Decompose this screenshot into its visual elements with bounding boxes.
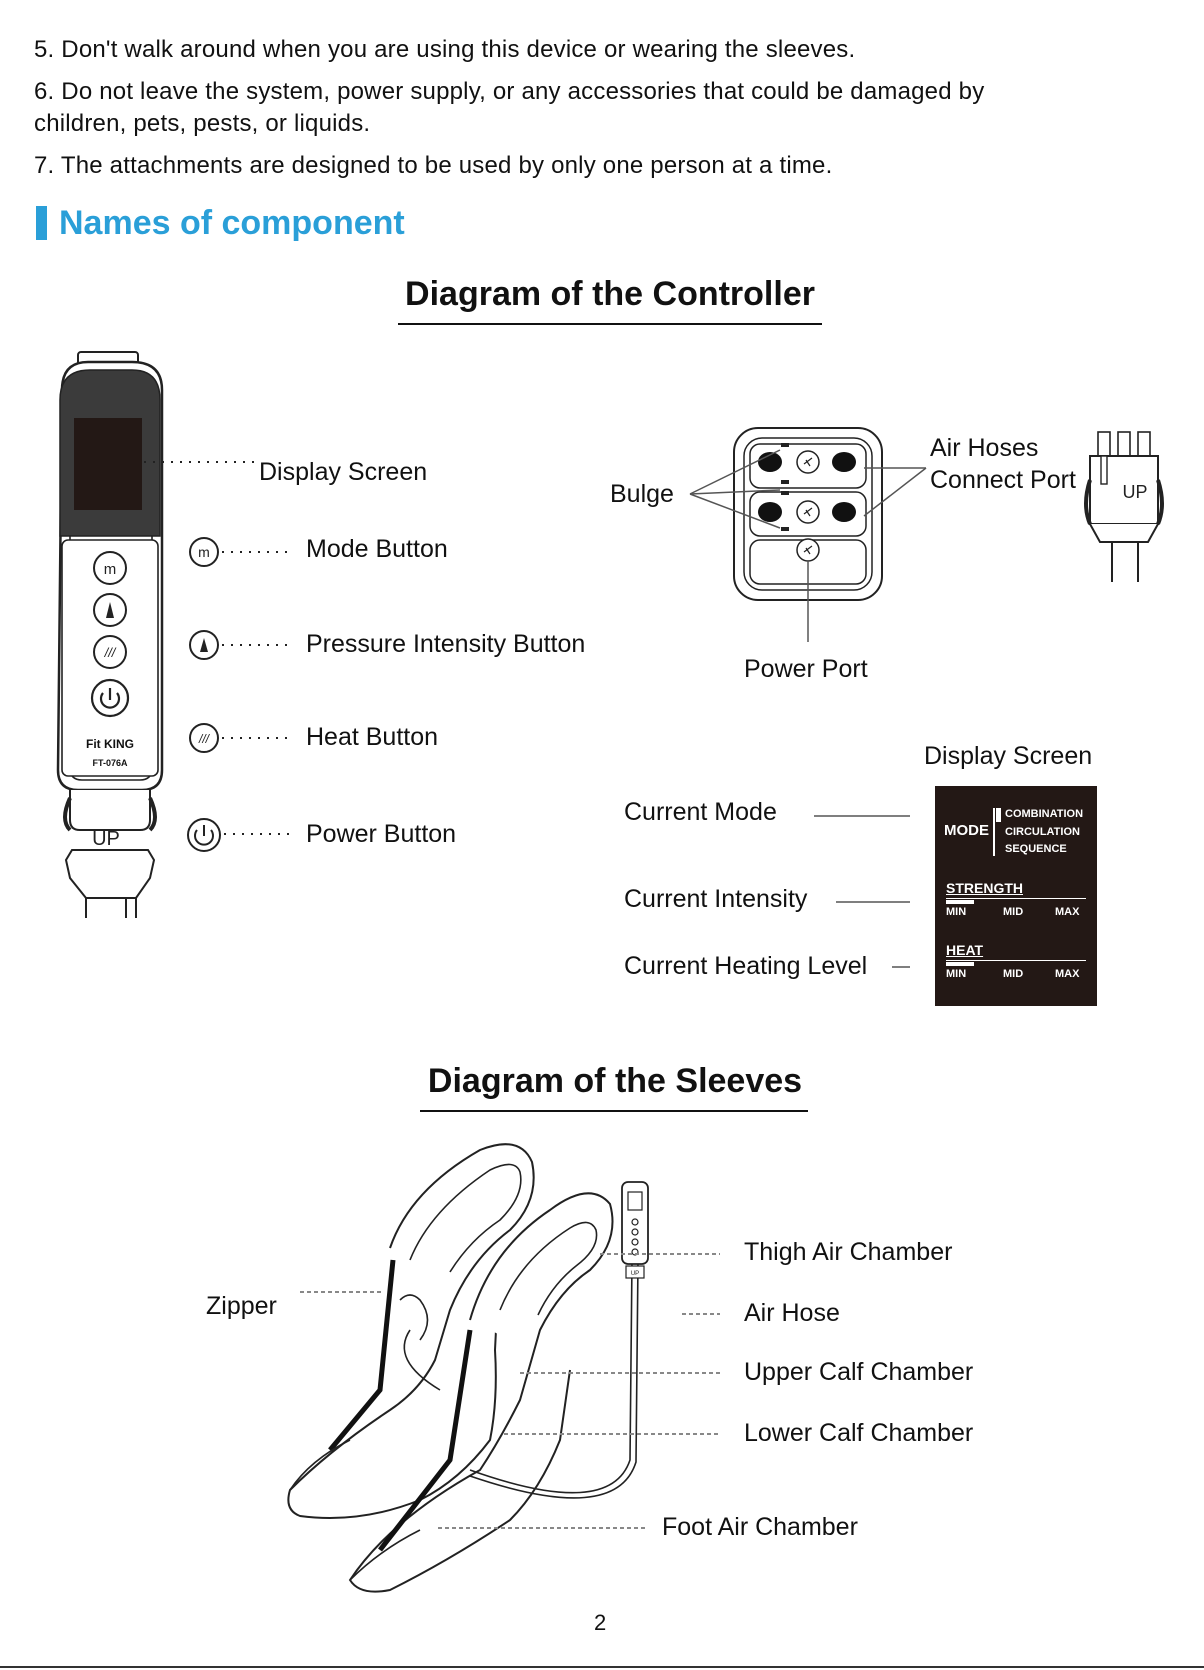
label-bulge: Bulge (610, 480, 674, 508)
label-lower-calf-chamber: Lower Calf Chamber (744, 1419, 974, 1447)
label-air-hose: Air Hose (744, 1299, 840, 1327)
brand-logo: Fit KING (86, 737, 134, 751)
label-air-hoses-connect-port: Connect Port (930, 466, 1076, 494)
svg-text:m: m (198, 544, 210, 560)
label-air-hoses: Air Hoses (930, 434, 1039, 462)
sleeves-illustration: UP (287, 1143, 649, 1593)
heat-icon (189, 723, 219, 753)
controller-screen (74, 418, 142, 510)
sleeve-leader-lines (300, 1253, 720, 1529)
svg-text:UP: UP (92, 828, 120, 850)
sleeve-controller-up: UP (631, 1271, 639, 1277)
pressure-button-callout (189, 630, 294, 660)
label-pressure-button: Pressure Intensity Button (306, 630, 586, 658)
display-detail-heading: Display Screen (924, 742, 1093, 770)
port-illustration: UP (689, 427, 1164, 642)
mode-icon (189, 537, 219, 567)
section-heading: Names of component (36, 203, 405, 243)
rule-5: 5. Don't walk around when you are using … (34, 36, 856, 63)
sleeves-diagram-title: Diagram of the Sleeves (427, 1062, 803, 1100)
strength-max: MAX (1055, 906, 1080, 918)
heat-min: MIN (946, 968, 967, 980)
section-accent-bar (36, 206, 47, 240)
rule-6-continued: children, pets, pests, or liquids. (34, 110, 371, 137)
label-zipper: Zipper (206, 1292, 277, 1320)
display-mode-label: MODE (944, 822, 989, 839)
strength-min: MIN (946, 906, 967, 918)
label-power-button: Power Button (306, 820, 457, 848)
display-screen-leader (144, 461, 256, 463)
label-power-port: Power Port (744, 655, 868, 683)
label-current-mode: Current Mode (624, 798, 777, 826)
label-thigh-air-chamber: Thigh Air Chamber (744, 1238, 953, 1266)
display-mode-combination: COMBINATION (1005, 808, 1084, 820)
heat-mid: MID (1003, 968, 1024, 980)
controller-title-underline (398, 323, 822, 325)
display-heat-label: HEAT (946, 942, 984, 958)
display-mode-sequence: SEQUENCE (1005, 843, 1067, 855)
controller-illustration: m /// Fit KING FT-076A UP (56, 351, 164, 918)
heat-level-bar (946, 962, 974, 966)
display-leader-lines (814, 815, 910, 968)
strength-level-bar (946, 900, 974, 904)
label-heat-button: Heat Button (306, 723, 439, 751)
label-current-intensity: Current Intensity (624, 885, 808, 913)
section-title: Names of component (59, 203, 405, 242)
page-number: 2 (594, 1610, 607, 1635)
display-screen-panel: MODE COMBINATION CIRCULATION SEQUENCE ST… (935, 786, 1097, 1006)
svg-text:///: /// (104, 645, 117, 660)
controller-diagram-title: Diagram of the Controller (405, 275, 815, 313)
svg-text:m: m (104, 561, 117, 578)
label-mode-button: Mode Button (306, 535, 448, 563)
label-current-heating-level: Current Heating Level (624, 952, 868, 980)
mode-button-callout: m (189, 537, 294, 567)
bottom-rule (0, 1666, 1204, 1668)
label-foot-air-chamber: Foot Air Chamber (662, 1513, 858, 1541)
svg-text:///: /// (198, 732, 211, 746)
display-mode-circulation: CIRCULATION (1005, 826, 1080, 838)
power-button-callout (187, 818, 294, 852)
sleeves-title-underline (420, 1110, 808, 1112)
svg-text:FT-076A: FT-076A (92, 758, 128, 768)
rule-6: 6. Do not leave the system, power supply… (34, 78, 985, 105)
strength-mid: MID (1003, 906, 1024, 918)
label-display-screen: Display Screen (259, 458, 428, 486)
rule-7: 7. The attachments are designed to be us… (34, 152, 833, 179)
label-upper-calf-chamber: Upper Calf Chamber (744, 1358, 974, 1386)
display-strength-label: STRENGTH (946, 880, 1023, 896)
svg-text:UP: UP (1122, 482, 1147, 502)
heat-button-callout: /// (189, 723, 294, 753)
heat-max: MAX (1055, 968, 1080, 980)
